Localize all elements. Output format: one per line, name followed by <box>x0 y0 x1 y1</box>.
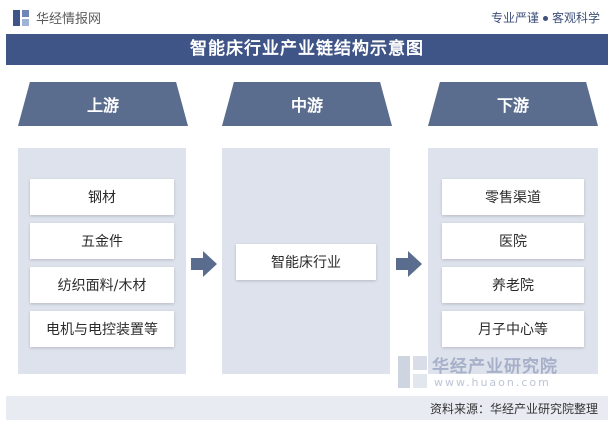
footer: 资料来源：华经产业研究院整理 <box>6 396 608 420</box>
stage-panel-midstream: 智能床行业 <box>222 148 390 374</box>
right-arrow-icon <box>394 249 424 279</box>
top-bar: 华经情报网 专业严谨客观科学 <box>0 0 614 34</box>
watermark-url: www.huaon.com <box>434 376 551 389</box>
separator-dot-icon <box>542 16 548 21</box>
watermark-logo-icon <box>396 354 430 390</box>
stage-header-upstream: 上游 <box>18 82 188 126</box>
downstream-item: 零售渠道 <box>442 179 584 215</box>
upstream-item: 电机与电控装置等 <box>30 311 174 347</box>
downstream-item: 养老院 <box>442 267 584 303</box>
stage-panel-downstream: 零售渠道 医院 养老院 月子中心等 <box>428 148 598 374</box>
stage-label: 下游 <box>496 96 529 115</box>
right-arrow-icon <box>189 249 219 279</box>
slogan-right: 客观科学 <box>551 11 600 25</box>
brand: 华经情报网 <box>12 8 101 27</box>
upstream-item: 钢材 <box>30 179 174 215</box>
upstream-item: 五金件 <box>30 223 174 259</box>
huajing-logo-icon <box>12 9 30 27</box>
stage-label: 中游 <box>290 96 323 115</box>
stage-panel-upstream: 钢材 五金件 纺织面料/木材 电机与电控装置等 <box>18 148 186 374</box>
watermark-name: 华经产业研究院 <box>432 357 558 377</box>
slogan: 专业严谨客观科学 <box>491 9 600 26</box>
upstream-item: 纺织面料/木材 <box>30 267 174 303</box>
slogan-left: 专业严谨 <box>490 11 539 25</box>
stage-header-downstream: 下游 <box>428 82 598 126</box>
source-note: 资料来源：华经产业研究院整理 <box>429 402 598 416</box>
stage-header-midstream: 中游 <box>222 82 392 126</box>
brand-name: 华经情报网 <box>36 12 102 27</box>
midstream-item: 智能床行业 <box>236 244 376 280</box>
stage-label: 上游 <box>86 96 119 115</box>
downstream-item: 医院 <box>442 223 584 259</box>
diagram-title: 智能床行业产业链结构示意图 <box>6 34 608 65</box>
downstream-item: 月子中心等 <box>442 311 584 347</box>
